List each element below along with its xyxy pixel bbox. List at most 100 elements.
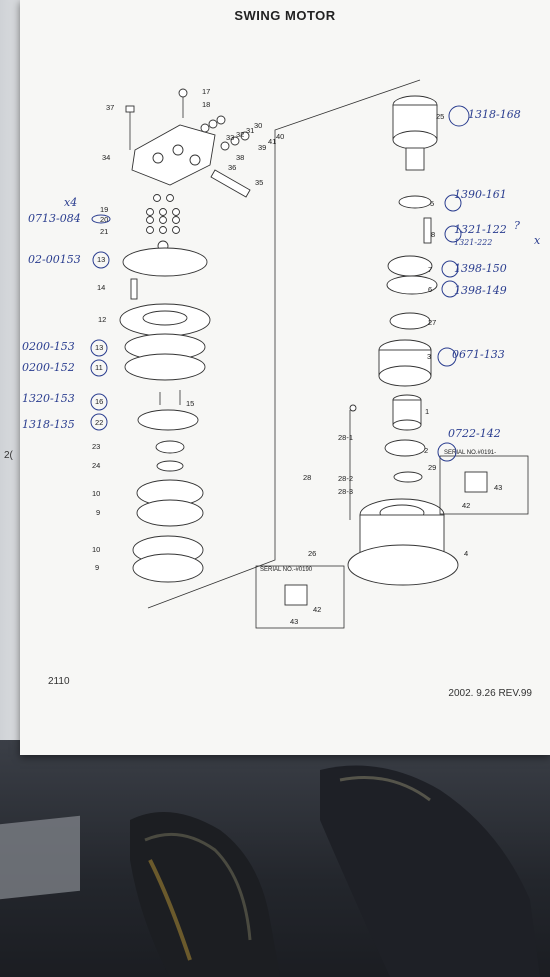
part-label: 1 <box>425 407 429 416</box>
note-0200-152: 0200-152 <box>22 361 75 374</box>
part-label: 20 <box>100 215 108 224</box>
part-label: 14 <box>97 283 105 292</box>
part-label: 25 <box>436 112 444 121</box>
plate-6 <box>386 275 438 295</box>
part-label: 42 <box>462 501 470 510</box>
note-1390: 1390-161 <box>454 188 507 201</box>
note-0713: 0713-084 <box>28 212 81 225</box>
right-label-group: 25 5 8 7 6 27 3 1 28-1 2 29 28 28-2 28-3… <box>260 112 502 626</box>
seal-ring-13 <box>122 247 208 277</box>
note-1321-122: 1321-122 <box>454 223 507 236</box>
nameplate-lower <box>255 565 345 629</box>
nameplate-upper <box>439 455 529 515</box>
part-label: 10 <box>92 489 100 498</box>
part-label: 42 <box>313 605 321 614</box>
snap-ring-29 <box>393 471 423 483</box>
bearing-3 <box>378 339 432 387</box>
paper-corner <box>0 815 80 900</box>
part-label: 34 <box>102 153 110 162</box>
plate-22 <box>137 409 199 431</box>
shoe-right <box>320 765 540 977</box>
ring-27 <box>389 312 431 330</box>
note-1398-149: 1398-149 <box>454 284 507 297</box>
part-label: 13 <box>97 255 105 264</box>
revision-date: 2002. 9.26 REV.99 <box>448 688 532 699</box>
part-label: 19 <box>100 205 108 214</box>
part-label: 32 <box>236 130 244 139</box>
page-title: SWING MOTOR <box>234 8 336 23</box>
part-label: 8 <box>431 230 435 239</box>
part-label: 43 <box>290 617 298 626</box>
part-label: 17 <box>202 87 210 96</box>
ring-24 <box>156 460 184 472</box>
collar-1 <box>392 394 422 431</box>
part-label: 30 <box>254 121 262 130</box>
parts-sheet: SWING MOTOR <box>20 0 550 755</box>
shoe-left <box>130 812 280 977</box>
part-label: 43 <box>494 483 502 492</box>
serial-label: SERIAL NO.#0191- <box>444 450 496 456</box>
level-gauge-28 <box>349 404 357 520</box>
left-label-group: 37 17 18 30 31 32 33 40 41 39 38 36 35 3… <box>92 87 284 572</box>
part-label: 28 <box>303 473 311 482</box>
note-1320: 1320-153 <box>22 392 75 405</box>
valve-cover-part <box>125 88 216 186</box>
o-ring-11 <box>124 353 206 381</box>
ring-5 <box>398 195 432 209</box>
part-label: 41 <box>268 137 276 146</box>
ring-2 <box>384 439 426 457</box>
housing-26 <box>347 498 459 586</box>
part-label: 16 <box>95 397 103 406</box>
drive-shaft-25 <box>392 95 438 171</box>
part-label: 38 <box>236 153 244 162</box>
note-0200-153: 0200-153 <box>22 340 75 353</box>
note-1318-135: 1318-135 <box>22 418 75 431</box>
part-label: 27 <box>428 318 436 327</box>
note-x-mark: x <box>534 234 541 247</box>
part-label: 22 <box>95 418 103 427</box>
note-1398-150: 1398-150 <box>454 262 507 275</box>
part-label: 33 <box>226 133 234 142</box>
note-1321-222: 1321-222 <box>454 238 492 247</box>
part-label: 7 <box>428 265 432 274</box>
part-label: 35 <box>255 178 263 187</box>
part-label: 5 <box>430 199 434 208</box>
pin-8 <box>423 217 432 244</box>
o-ring-stack <box>146 194 180 252</box>
part-label: 26 <box>308 549 316 558</box>
part-label: 28-1 <box>338 433 353 442</box>
part-label: 36 <box>228 163 236 172</box>
part-label: 18 <box>202 100 210 109</box>
friction-plate-upper <box>136 479 204 527</box>
part-label: 21 <box>100 227 108 236</box>
spring-14 <box>130 278 138 300</box>
cylinder-block-12 <box>119 303 211 337</box>
page-number: 2110 <box>48 676 70 687</box>
part-label: 40 <box>276 132 284 141</box>
part-label: 23 <box>92 442 100 451</box>
part-label: 10 <box>92 545 100 554</box>
part-label: 3 <box>427 352 431 361</box>
note-0722: 0722-142 <box>448 427 501 440</box>
note-02-00153: 02-00153 <box>28 253 81 266</box>
part-label: 4 <box>464 549 468 558</box>
note-question: ? <box>514 219 520 232</box>
exploded-diagram: 37 17 18 30 31 32 33 40 41 39 38 36 35 3… <box>22 79 541 629</box>
plug-parts <box>200 115 251 198</box>
part-label: 13 <box>95 343 103 352</box>
serial-label: SERIAL NO.-#0190 <box>260 567 313 573</box>
handwritten-circles <box>90 105 470 462</box>
part-label: 9 <box>96 508 100 517</box>
part-label: 37 <box>106 103 114 112</box>
part-label: 11 <box>95 363 103 372</box>
note-x4: x4 <box>64 196 77 209</box>
part-label: 31 <box>246 126 254 135</box>
note-0671: 0671-133 <box>452 348 505 361</box>
part-label: 2 <box>424 446 428 455</box>
part-label: 39 <box>258 143 266 152</box>
part-label: 6 <box>428 285 432 294</box>
note-1318-168: 1318-168 <box>468 108 521 121</box>
part-label: 12 <box>98 315 106 324</box>
friction-plate-lower <box>132 535 204 583</box>
handwritten-notes: x4 0713-084 02-00153 0200-153 0200-152 1… <box>22 108 541 440</box>
